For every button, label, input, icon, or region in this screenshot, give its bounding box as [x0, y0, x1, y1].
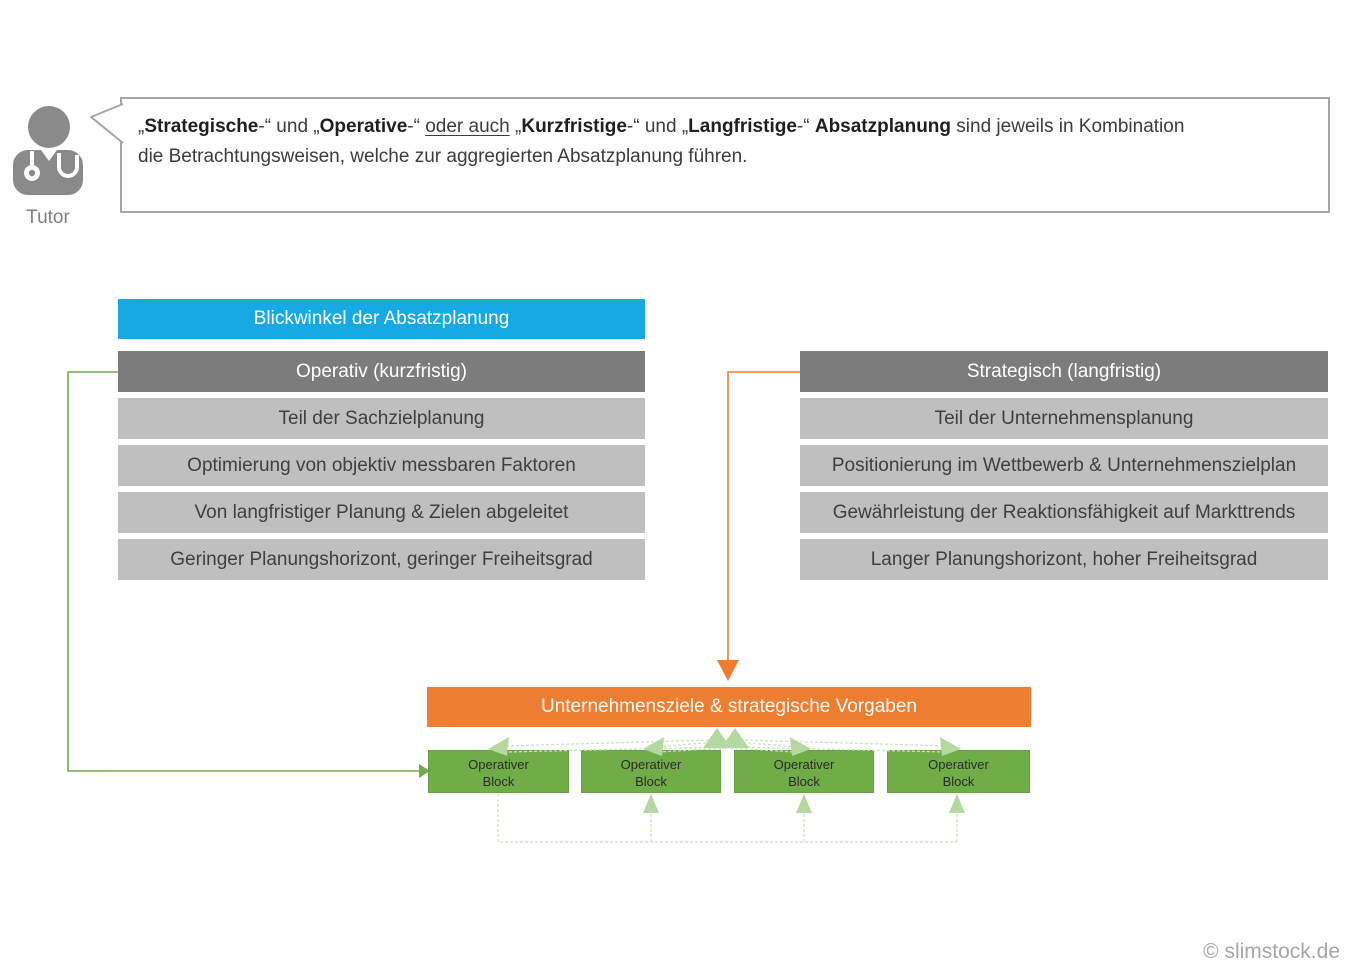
operative-block-2: Operativer Block — [581, 750, 721, 793]
feedback-arrowheads — [643, 794, 965, 813]
left-column-row-4: Geringer Planungshorizont, geringer Frei… — [118, 539, 645, 580]
up-arrow-icon — [643, 794, 659, 813]
up-arrow-icon — [703, 728, 731, 748]
diagram-title-box: Blickwinkel der Absatzplanung — [118, 299, 645, 339]
speech-bubble-line2: die Betrachtungsweisen, welche zur aggre… — [138, 146, 748, 167]
up-arrow-icon — [949, 794, 965, 813]
left-column-row-1: Teil der Sachzielplanung — [118, 398, 645, 439]
tutor-figure: Tutor — [8, 103, 88, 229]
right-column-row-4: Langer Planungshorizont, hoher Freiheits… — [800, 539, 1328, 580]
operative-block-4: Operativer Block — [887, 750, 1030, 793]
tutor-label: Tutor — [26, 207, 70, 228]
operative-block-3: Operativer Block — [734, 750, 874, 793]
speech-bubble-line1: „Strategische-“ und „Operative-“ oder au… — [138, 116, 1185, 137]
orange-arrowhead-icon — [717, 660, 739, 681]
copyright-text: © slimstock.de — [1203, 940, 1340, 963]
right-column-header: Strategisch (langfristig) — [800, 351, 1328, 392]
right-column-row-2: Positionierung im Wettbewerb & Unternehm… — [800, 445, 1328, 486]
left-column-row-2: Optimierung von objektiv messbaren Fakto… — [118, 445, 645, 486]
goal-box: Unternehmensziele & strategische Vorgabe… — [427, 687, 1031, 727]
operative-block-1: Operativer Block — [428, 750, 569, 793]
speech-bubble-tail-icon — [90, 103, 124, 144]
goal-block-exchange-arrows — [502, 739, 951, 753]
tutor-icon — [13, 106, 83, 195]
up-arrow-icon — [721, 728, 749, 748]
left-column-row-3: Von langfristiger Planung & Zielen abgel… — [118, 492, 645, 533]
speech-bubble: „Strategische-“ und „Operative-“ oder au… — [120, 97, 1330, 213]
orange-connector-strategisch — [717, 371, 800, 681]
right-column-row-1: Teil der Unternehmensplanung — [800, 398, 1328, 439]
left-column-header: Operativ (kurzfristig) — [118, 351, 645, 392]
block-feedback-loop — [497, 794, 958, 843]
up-arrow-icon — [796, 794, 812, 813]
right-column-row-3: Gewährleistung der Reaktionsfähigkeit au… — [800, 492, 1328, 533]
